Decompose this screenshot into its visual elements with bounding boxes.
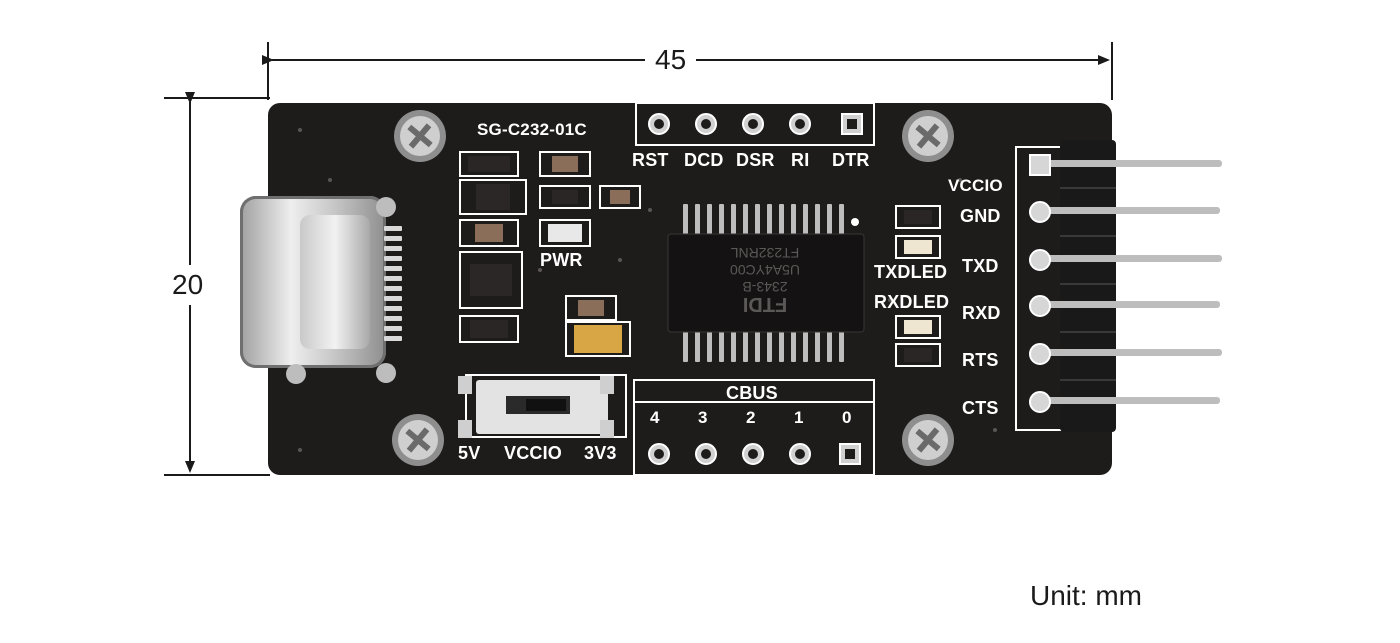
unit-label: Unit: mm (1030, 580, 1142, 612)
right-pin-label-txd: TXD (962, 256, 999, 276)
switch-label-vccio: VCCIO (504, 443, 563, 463)
rxd-led-label: RXDLED (874, 292, 950, 312)
chip-marking: FTDI 2343-B U5A4YC00 FT232RNL (690, 244, 840, 315)
width-dimension-label: 45 (645, 44, 697, 76)
top-pin-label-ri: RI (791, 150, 810, 170)
cbus-pin-0: 0 (842, 408, 852, 427)
chip-marking-line-2: 2343-B (742, 279, 788, 295)
cbus-pin-1: 1 (794, 408, 804, 427)
switch-label-3v3: 3V3 (584, 443, 617, 463)
screw-top-left (394, 110, 446, 162)
pwr-led-label: PWR (540, 250, 583, 270)
top-pin-label-dsr: DSR (736, 150, 775, 170)
txd-led-label: TXDLED (874, 262, 948, 282)
switch-label-5v: 5V (458, 443, 481, 463)
right-pin-label-vccio: VCCIO (948, 176, 1003, 195)
cbus-title: CBUS (726, 383, 778, 403)
cbus-pin-4: 4 (650, 408, 660, 427)
chip-marking-line-1: FTDI (742, 293, 788, 315)
chip-marking-line-3: U5A4YC00 (729, 262, 801, 278)
chip-marking-line-4: FT232RNL (730, 245, 800, 261)
cbus-pin-3: 3 (698, 408, 708, 427)
top-pin-label-rst: RST (632, 150, 669, 170)
top-pin-label-dcd: DCD (684, 150, 724, 170)
model-label: SG-C232-01C (477, 120, 587, 139)
height-dimension-label: 20 (170, 265, 206, 305)
right-pin-label-rts: RTS (962, 350, 999, 370)
usb-c-inner (300, 215, 370, 349)
cbus-pin-2: 2 (746, 408, 756, 427)
right-pin-label-gnd: GND (960, 206, 1001, 226)
top-pin-label-dtr: DTR (832, 150, 870, 170)
right-pin-label-rxd: RXD (962, 303, 1001, 323)
right-pin-label-cts: CTS (962, 398, 999, 418)
